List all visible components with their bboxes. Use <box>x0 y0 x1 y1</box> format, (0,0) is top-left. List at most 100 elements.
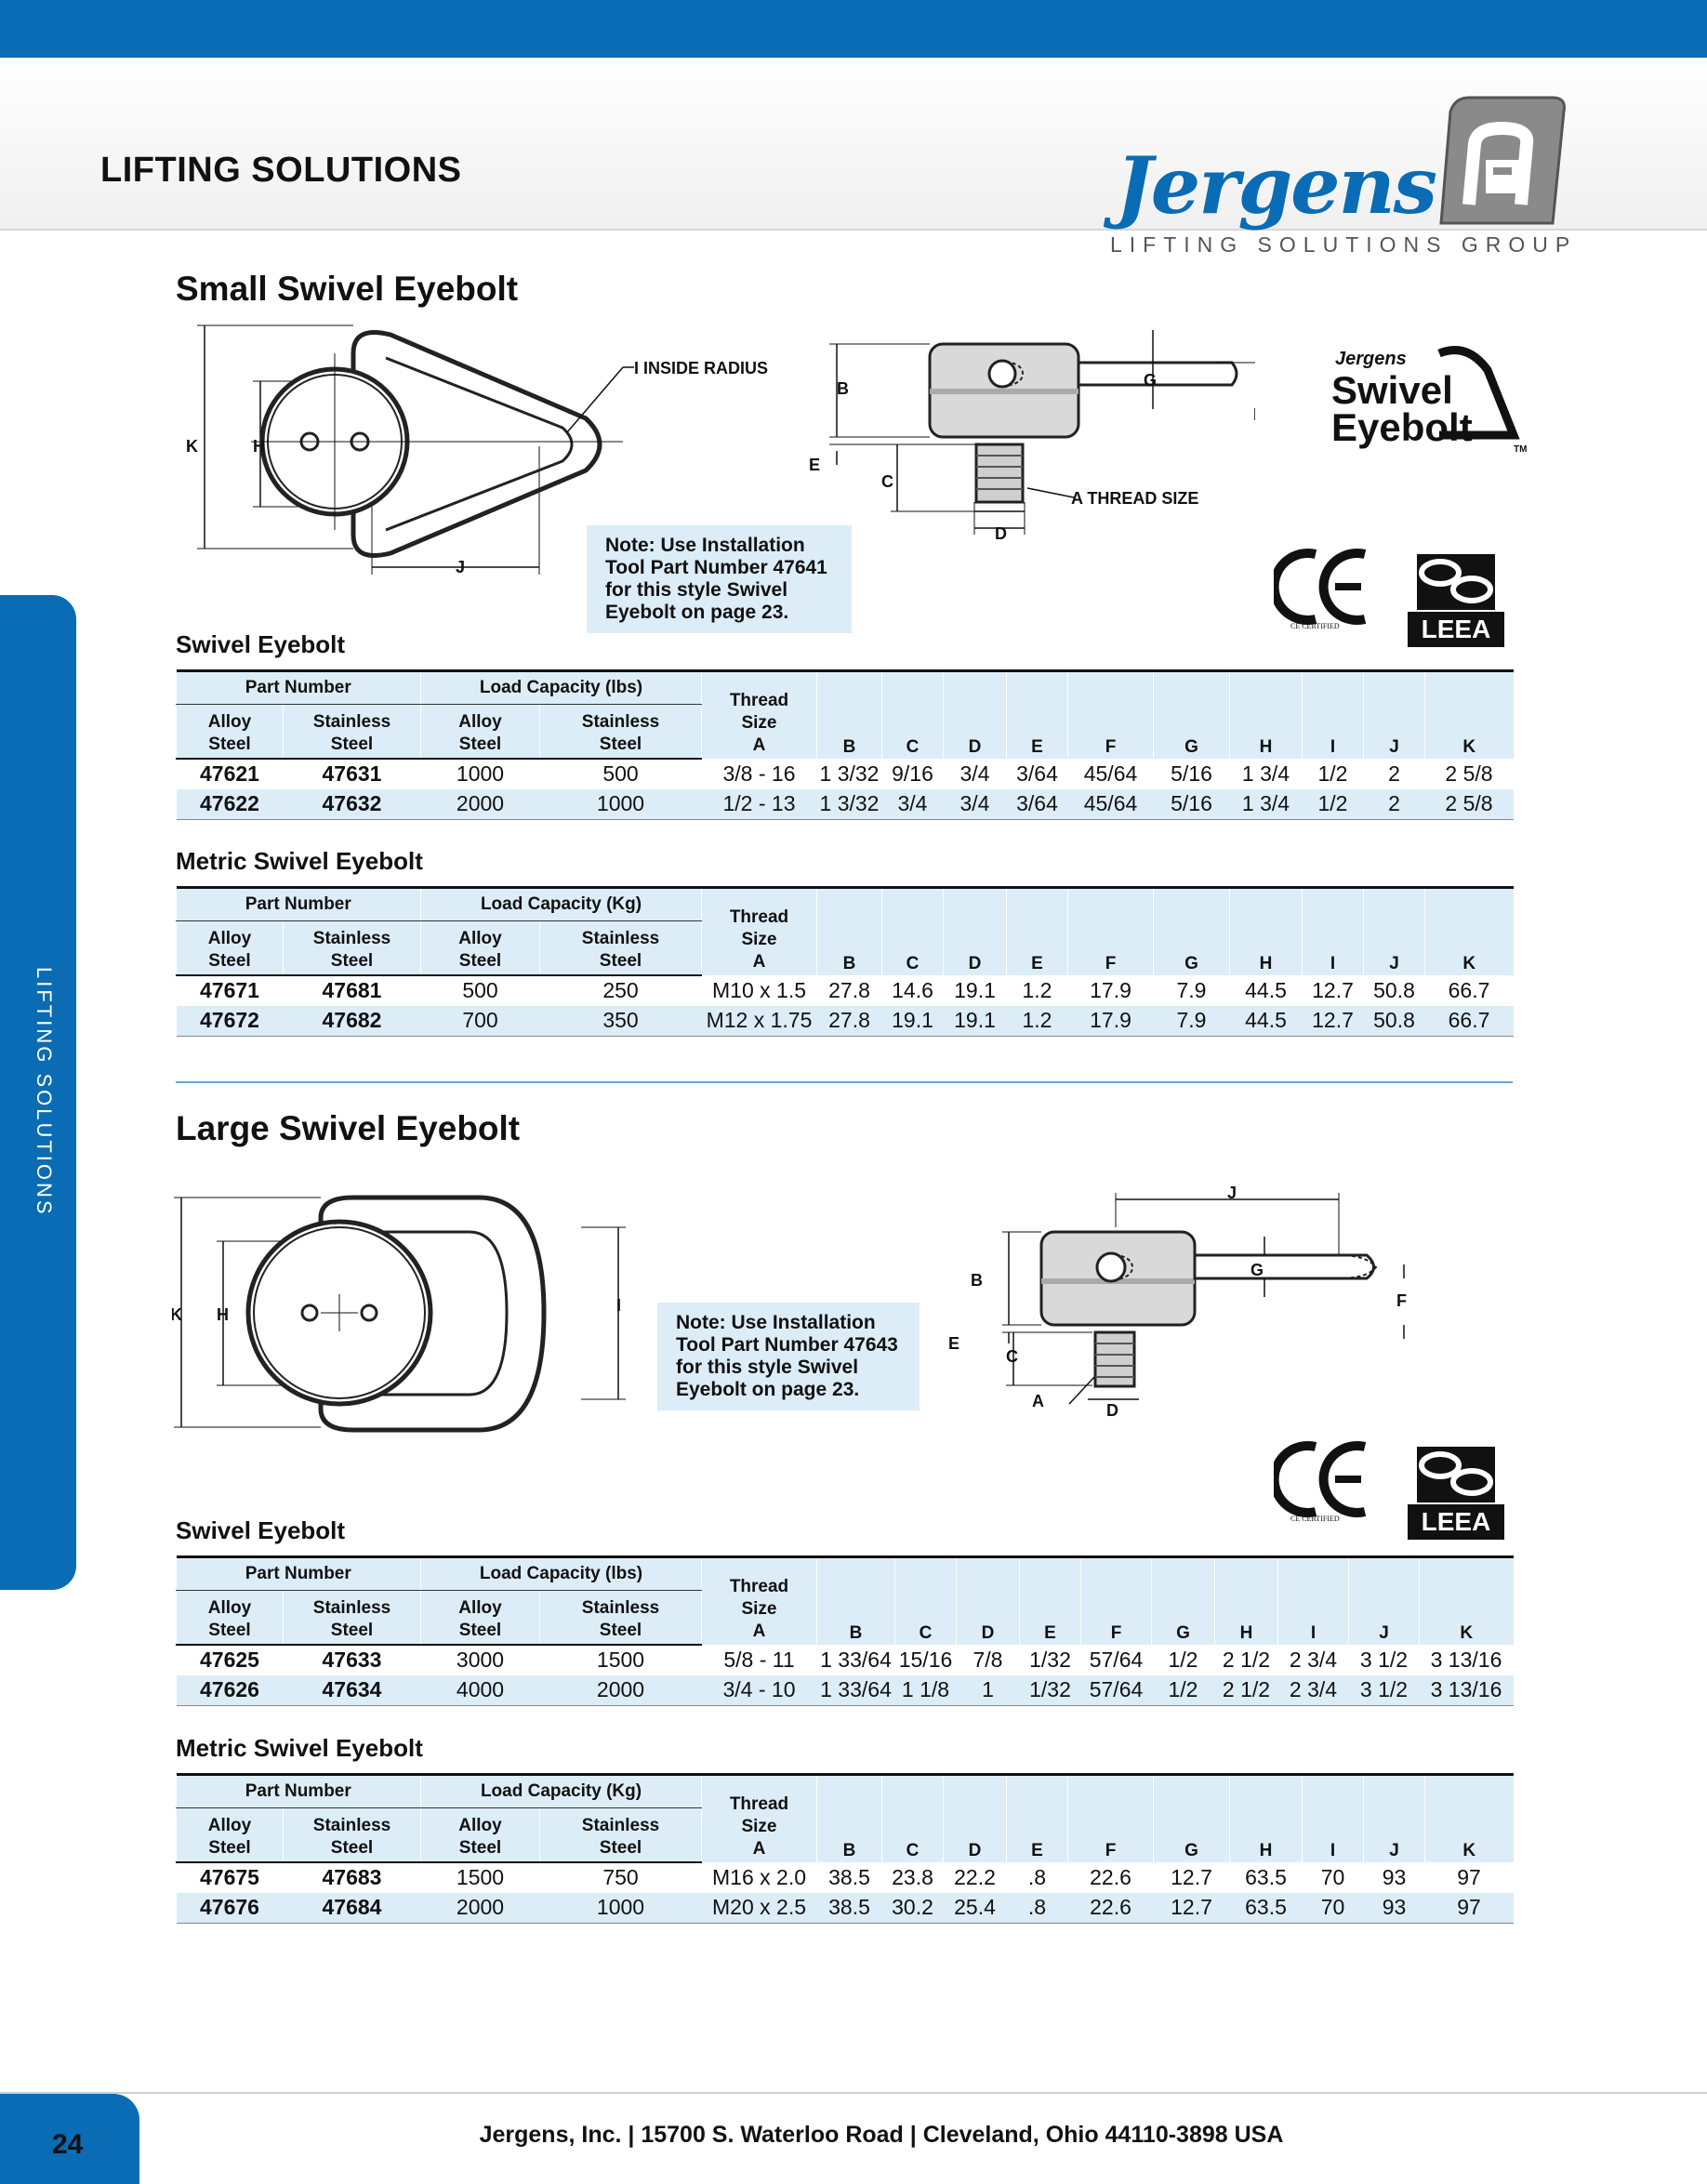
part-number-cell: 47672 <box>176 1005 284 1037</box>
header-col-g: G <box>1151 1556 1215 1645</box>
header-col-d: D <box>943 887 1007 975</box>
table-cell: 5/16 <box>1153 788 1230 820</box>
dim-label-c-large: C <box>1006 1347 1018 1366</box>
part-number-cell: 47625 <box>200 1648 259 1672</box>
footer-address: Jergens, Inc. | 15700 S. Waterloo Road |… <box>479 2122 1284 2148</box>
header-col-f: F <box>1067 670 1154 759</box>
table-cell: 70 <box>1320 1864 1345 1889</box>
dim-label-g: G <box>1144 371 1157 390</box>
header-col-g: G <box>1153 670 1230 759</box>
table-cell: 25.4 <box>943 1892 1007 1924</box>
table-cell: 14.6 <box>892 977 933 1002</box>
small-eyebolt-title: Small Swivel Eyebolt <box>176 270 519 308</box>
table-cell: 50.8 <box>1363 1005 1425 1037</box>
table-cell: 1/32 <box>1019 1674 1081 1706</box>
dim-label-inside-radius: I INSIDE RADIUS <box>634 359 768 377</box>
header-col-e: E <box>1006 670 1068 759</box>
part-number-cell: 47631 <box>322 761 382 786</box>
part-number-cell: 47684 <box>283 1892 421 1924</box>
table-cell: 2 1/2 <box>1222 1647 1271 1672</box>
table-cell: 750 <box>602 1865 639 1889</box>
table-cell: 63.5 <box>1229 1892 1303 1924</box>
table-cell: 44.5 <box>1229 1005 1303 1037</box>
header-col-b: B <box>816 1774 882 1862</box>
svg-text:CE CERTIFIED: CE CERTIFIED <box>1290 622 1340 630</box>
svg-text:Eyebolt: Eyebolt <box>1331 405 1473 449</box>
table-cell: 19.1 <box>943 1005 1007 1037</box>
table-cell: 45/64 <box>1083 761 1138 786</box>
table-cell: 3/4 <box>943 788 1007 820</box>
table-cell: 1500 <box>456 1865 505 1889</box>
footer-page-tab <box>0 2094 139 2184</box>
table-cell: 45/64 <box>1067 788 1154 820</box>
table-cell: 12.7 <box>1312 977 1354 1002</box>
table-cell: 12.7 <box>1153 1892 1230 1924</box>
header-col-i: I <box>1277 1556 1349 1645</box>
dim-label-d: D <box>995 524 1007 543</box>
table-cell: 1 3/4 <box>1241 761 1290 786</box>
table-cell: 93 <box>1363 1892 1425 1924</box>
dim-label-thread-size: A THREAD SIZE <box>1071 489 1198 508</box>
table-cell: 1/2 <box>1151 1674 1215 1706</box>
table-cell: 2 1/2 <box>1214 1674 1278 1706</box>
table-cell: 4000 <box>420 1674 540 1706</box>
dim-label-f: F <box>1253 405 1255 424</box>
table-cell: 1/2 <box>1317 761 1348 786</box>
header-col-i: I <box>1302 670 1364 759</box>
table-cell: 9/16 <box>892 761 933 786</box>
header-load-capacity: Load Capacity (Kg) <box>420 887 702 921</box>
table-cell: 1/2 - 13 <box>701 788 817 820</box>
svg-text:Swivel: Swivel <box>1331 368 1453 412</box>
table-cell: M16 x 2.0 <box>712 1864 806 1889</box>
part-number-cell: 47676 <box>176 1892 284 1924</box>
table-cell: 12.7 <box>1171 1864 1212 1889</box>
header-col-b: B <box>816 887 882 975</box>
table-cell: 2 <box>1388 761 1400 786</box>
table-cell: 44.5 <box>1245 977 1287 1002</box>
header-col-c: C <box>881 1774 944 1862</box>
header-col-d: D <box>943 670 1007 759</box>
lifting-group-logo-icon <box>1439 96 1566 225</box>
table-cell: 3/64 <box>1016 761 1058 786</box>
small-install-note: Note: Use Installation Tool Part Number … <box>587 525 852 633</box>
svg-text:LEEA: LEEA <box>1422 615 1491 643</box>
table-cell: 2 5/8 <box>1445 761 1493 786</box>
table-cell: 700 <box>420 1005 540 1037</box>
part-number-cell: 47633 <box>322 1648 382 1672</box>
header-col-g: G <box>1153 887 1230 975</box>
table-cell: 250 <box>602 978 639 1002</box>
table-cell: 3000 <box>456 1648 505 1672</box>
brand-name: Jergens <box>1116 139 1437 232</box>
table-cell: 2000 <box>420 788 540 820</box>
table-cell: 2 3/4 <box>1277 1674 1349 1706</box>
header-part-number: Part Number <box>176 670 421 705</box>
header-col-b: B <box>816 670 882 759</box>
header-col-j: J <box>1348 1556 1420 1645</box>
side-section-tab <box>0 595 76 1590</box>
table-cell: 1000 <box>539 1892 702 1924</box>
leea-logo-icon-large: LEEA <box>1408 1437 1504 1540</box>
brand-logo-block: Jergens LIFTING SOLUTIONS GROUP <box>1110 96 1599 270</box>
dim-label-j: J <box>456 558 465 576</box>
table-cell: 23.8 <box>892 1864 933 1889</box>
svg-text:LEEA: LEEA <box>1422 1507 1491 1536</box>
table-cell: 70 <box>1302 1892 1364 1924</box>
table-cell: 22.6 <box>1067 1892 1154 1924</box>
table-cell: 1/2 <box>1302 788 1364 820</box>
header-col-k: K <box>1424 1774 1514 1862</box>
part-number-cell: 47681 <box>322 978 382 1002</box>
part-number-cell: 47621 <box>200 761 259 786</box>
table-cell: M12 x 1.75 <box>701 1005 817 1037</box>
header-col-d: D <box>956 1556 1020 1645</box>
swivel-eyebolt-badge: Jergens Swivel Eyebolt TM <box>1331 346 1527 454</box>
table-cell: 5/16 <box>1171 761 1212 786</box>
